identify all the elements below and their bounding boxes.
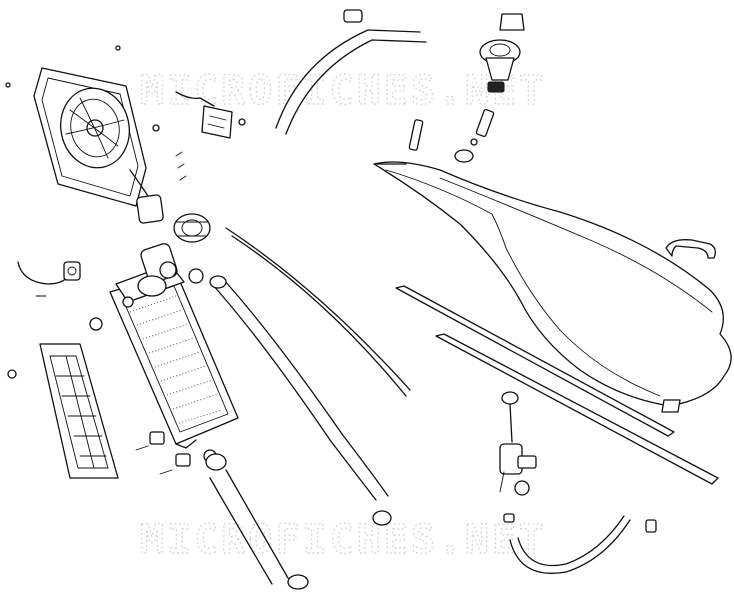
trim-strip-upper	[395, 285, 675, 437]
hose-clip	[343, 9, 363, 23]
bolt-long	[408, 119, 424, 151]
fan-assembly	[5, 45, 187, 224]
fuel-hose	[509, 519, 631, 574]
hose-clip	[645, 519, 657, 533]
hose-end	[209, 275, 227, 289]
radiator-grille	[39, 343, 119, 479]
long-hose-edge	[231, 235, 407, 397]
thermostat-housing	[454, 13, 525, 163]
temperature-sensor	[17, 261, 81, 297]
watermark-bottom: MICROFICHES.NET	[140, 517, 546, 563]
lower-hose	[209, 477, 273, 585]
grommet	[173, 213, 211, 243]
fuel-tap	[499, 391, 537, 496]
hose-clamp	[287, 574, 309, 590]
fuel-hose-edge	[517, 515, 625, 567]
overflow-hose-edge	[285, 39, 427, 135]
relay-bracket	[175, 91, 246, 139]
trim-strip-lower	[435, 333, 719, 485]
upper-hose-edge	[223, 279, 389, 497]
hose-clamp	[372, 510, 392, 526]
lower-hose-edge	[225, 469, 289, 579]
side-panel	[373, 161, 732, 413]
bolt	[7, 369, 17, 379]
radiator	[89, 243, 239, 449]
grab-handle	[665, 239, 716, 259]
upper-hose	[211, 283, 377, 501]
hose-clamp	[205, 453, 227, 471]
watermark-top: MICROFICHES.NET	[140, 68, 546, 114]
hose-clip	[503, 513, 515, 523]
long-hose	[225, 227, 411, 391]
overflow-hose	[275, 29, 421, 129]
